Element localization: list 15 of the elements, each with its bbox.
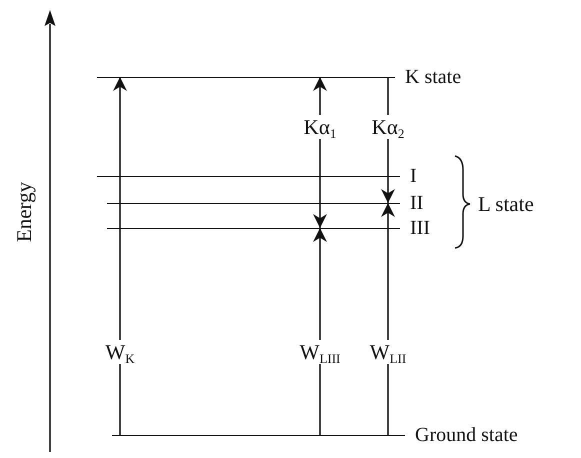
edge-label: Kα$_{2}$ [370, 115, 406, 139]
level-label: III [410, 217, 430, 239]
level-label: II [410, 192, 424, 214]
transition-arrow [113, 77, 127, 435]
edge-label: Kα$_{1}$ [302, 115, 338, 139]
transition-arrow [313, 228, 327, 435]
level-label: K state [405, 66, 462, 88]
edge-label: W$_{LII}$ [368, 340, 408, 364]
level-label: I [410, 165, 417, 187]
axis-label: Energy [12, 182, 36, 242]
edge-label: W$_{LIII}$ [298, 340, 342, 364]
edge-label: W$_{K}$ [103, 340, 137, 364]
group-label: L state [478, 192, 534, 216]
transition-arrow [381, 203, 395, 435]
level-label: Ground state [415, 424, 518, 446]
